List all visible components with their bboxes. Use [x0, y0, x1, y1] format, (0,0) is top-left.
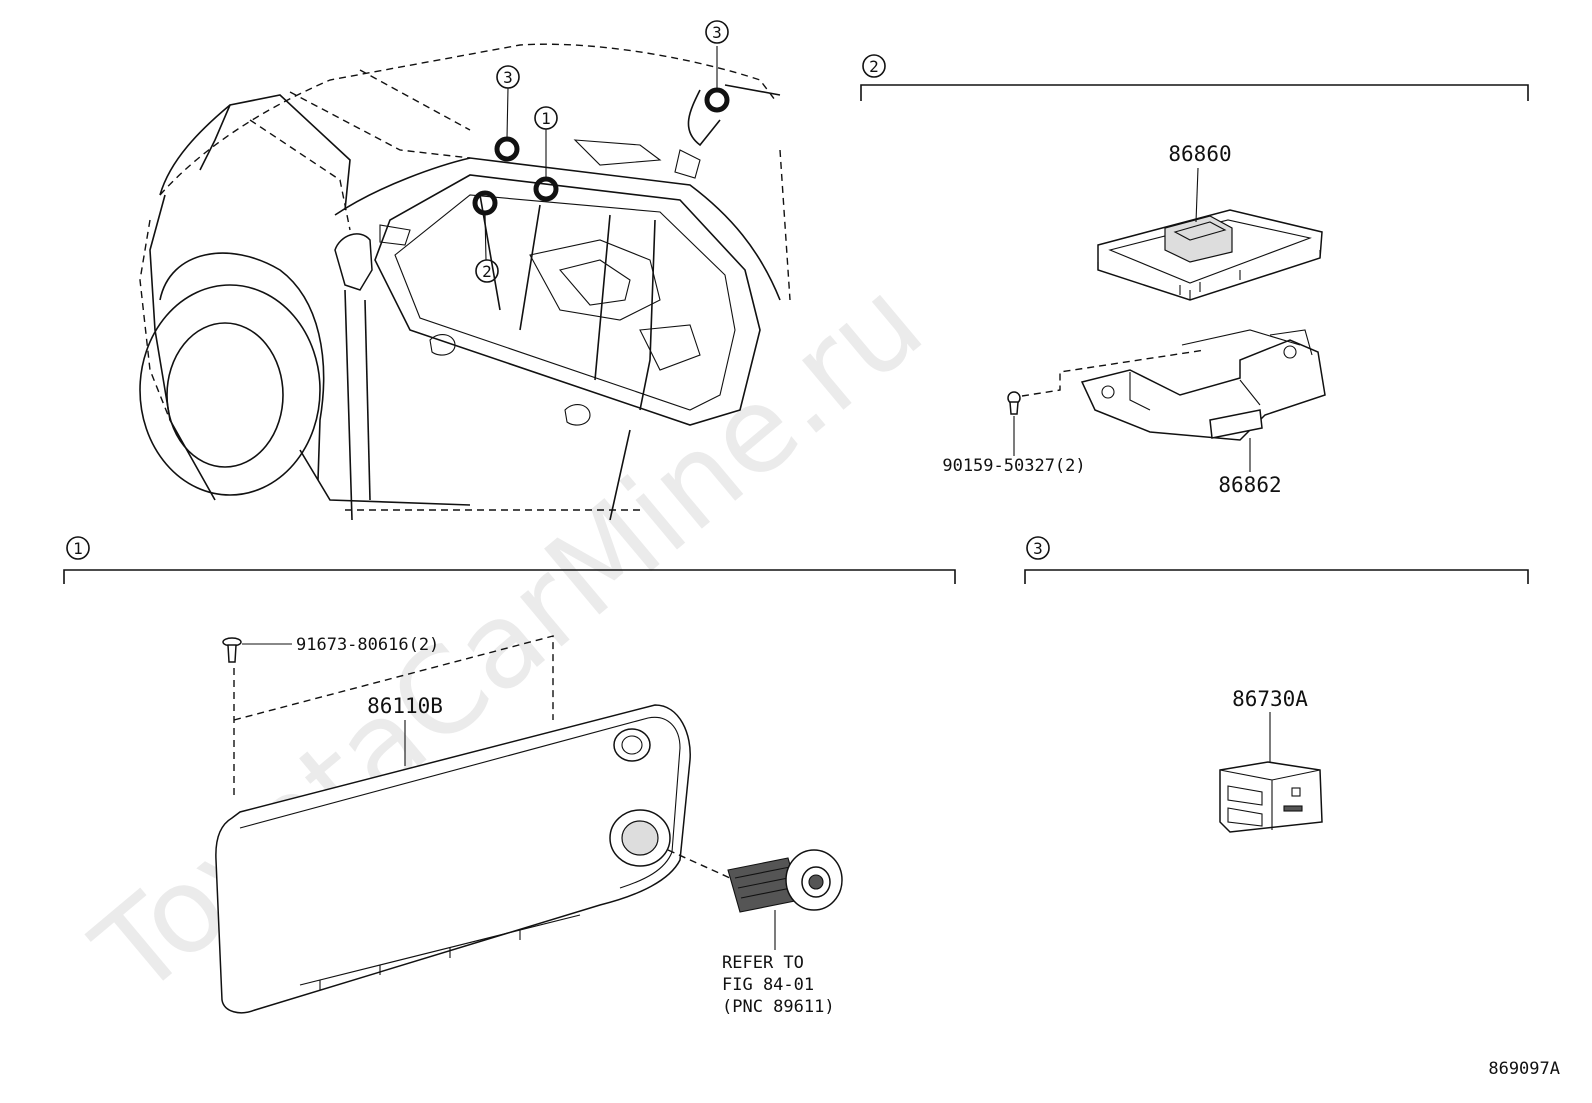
part-89611-component [727, 849, 843, 913]
label-86860: 86860 [1168, 142, 1231, 166]
svg-text:3: 3 [1033, 539, 1043, 558]
section-3-header: 3 [1024, 536, 1529, 584]
part-86862-bracket [1080, 329, 1326, 441]
svg-text:1: 1 [541, 109, 551, 128]
refer-line-3: (PNC 89611) [722, 997, 835, 1017]
svg-text:2: 2 [869, 57, 879, 76]
location-ring-3a [494, 136, 520, 162]
label-86110B: 86110B [367, 694, 443, 718]
label-86862: 86862 [1218, 473, 1281, 497]
svg-text:3: 3 [712, 23, 722, 42]
part-86730A-connector [1219, 761, 1323, 833]
diagram-id: 869097A [1488, 1059, 1560, 1079]
refer-line-1: REFER TO [722, 953, 804, 973]
callout-overview-3b: 3 [705, 20, 729, 44]
part-90159-50327-screw [1007, 391, 1021, 415]
refer-line-2: FIG 84-01 [722, 975, 814, 995]
label-90159-50327: 90159-50327(2) [942, 456, 1085, 476]
callout-overview-2: 2 [475, 259, 499, 283]
vehicle-overview [139, 43, 791, 521]
svg-text:1: 1 [73, 539, 83, 558]
callout-overview-1: 1 [534, 106, 558, 130]
part-86110B-panel [215, 704, 691, 1014]
svg-text:3: 3 [503, 68, 513, 87]
callout-overview-3a: 3 [496, 65, 520, 89]
location-ring-3b [704, 87, 730, 113]
location-ring-1 [533, 176, 559, 202]
section-1-header: 1 [63, 536, 956, 584]
label-91673-80616: 91673-80616(2) [296, 635, 439, 655]
label-86730A: 86730A [1232, 687, 1308, 711]
svg-text:2: 2 [482, 262, 492, 281]
part-91673-80616-bolt [222, 637, 242, 663]
section-2-header: 2 [860, 54, 1529, 101]
part-86860-control-module [1097, 209, 1323, 301]
